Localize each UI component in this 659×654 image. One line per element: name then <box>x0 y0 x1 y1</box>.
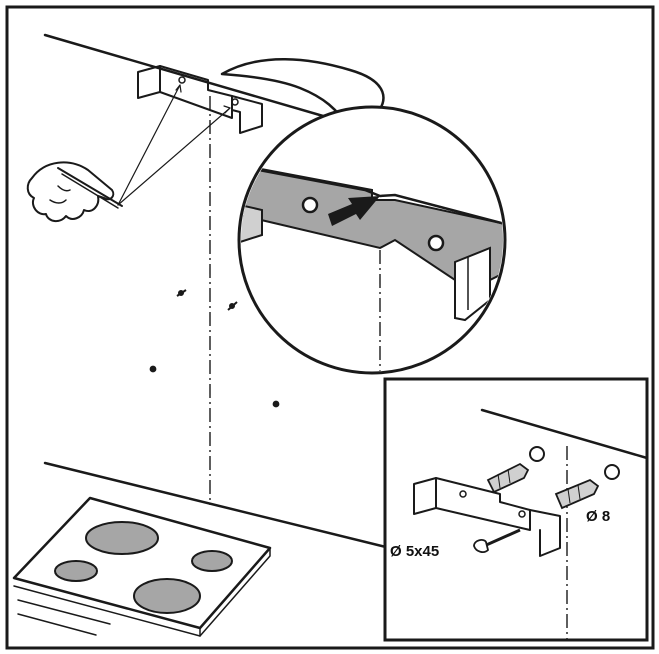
plug-size-label: Ø 8 <box>586 508 610 525</box>
worktop-back-edge <box>43 461 392 550</box>
screw <box>473 528 521 553</box>
wall-plug <box>486 462 600 510</box>
wall-marks <box>149 289 280 408</box>
hob <box>12 496 272 637</box>
wall-bracket <box>137 65 263 134</box>
pencil-hand-icon <box>26 161 123 222</box>
zoom-detail-circle <box>237 105 507 375</box>
wall-top-edge <box>43 33 332 120</box>
fixing-inset-box: Ø 5x45 Ø 8 <box>383 377 649 642</box>
screw-size-label: Ø 5x45 <box>390 543 439 560</box>
marking-lines <box>117 84 231 206</box>
